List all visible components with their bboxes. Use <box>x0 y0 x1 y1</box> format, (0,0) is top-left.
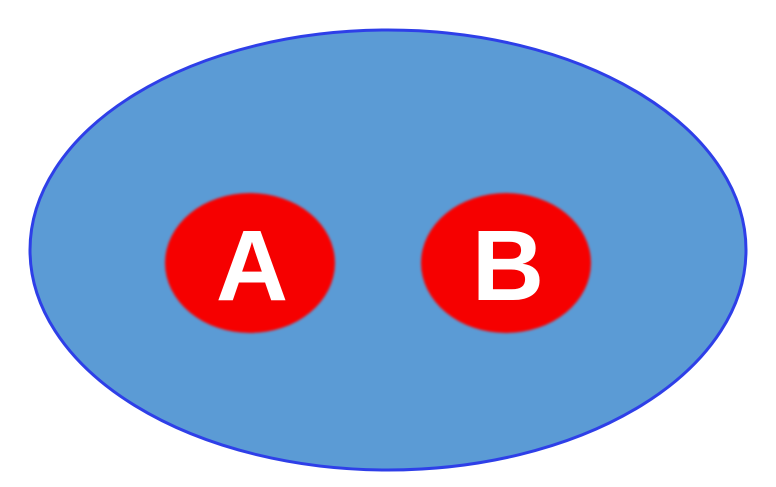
set-a-ellipse <box>165 193 335 333</box>
set-b-label: B <box>472 210 544 322</box>
set-b: B <box>421 193 591 333</box>
set-b-ellipse <box>421 193 591 333</box>
set-a: A <box>165 193 335 333</box>
set-a-label: A <box>216 210 288 322</box>
outer-set-ellipse <box>28 28 748 472</box>
